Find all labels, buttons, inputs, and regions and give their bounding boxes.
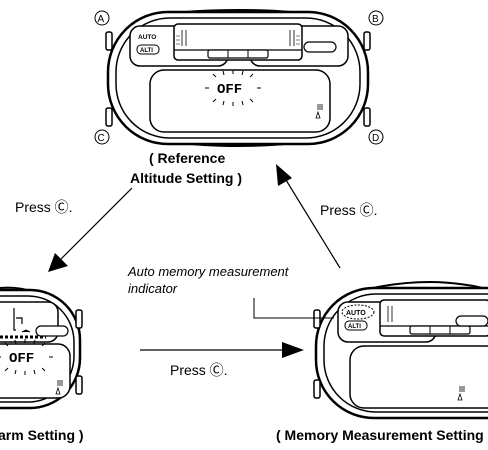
annotation-leader-line [253, 298, 334, 319]
right-watch-alti-label: ALTI [348, 324, 361, 330]
top-watch-off-text: OFF [217, 82, 242, 98]
annotation-line1: Auto memory measurement [128, 264, 289, 279]
top-watch: AUTO ALTI OFF A B C D [94, 8, 384, 148]
top-watch-alti-label: ALTI [140, 48, 153, 54]
top-watch-left-scale [181, 30, 187, 46]
left-watch-button-d[interactable] [75, 375, 83, 395]
top-watch-button-d[interactable] [363, 107, 371, 127]
top-watch-pill [303, 41, 337, 53]
annotation-line2: indicator [128, 281, 178, 296]
top-watch-bell-icon [315, 110, 321, 119]
press-label-top-right: Press Ⓒ. [320, 202, 378, 218]
button-c-letter: C [98, 133, 105, 144]
top-watch-off-blink: OFF [204, 69, 262, 107]
arrow-top-to-left [48, 187, 133, 272]
caption-alarm: arm Setting ) [0, 427, 84, 443]
caption-reference-line2: Altitude Setting ) [130, 170, 242, 186]
top-watch-button-c[interactable] [105, 107, 113, 127]
left-watch-alarm-digits [13, 308, 23, 331]
top-watch-auto-label: AUTO [138, 34, 156, 41]
right-watch-button-c[interactable] [313, 379, 321, 399]
button-d-letter: D [372, 133, 379, 144]
top-watch-segment-bar [207, 49, 269, 59]
left-watch-button-b[interactable] [75, 309, 83, 329]
top-watch-right-scale [289, 30, 295, 46]
right-watch-auto-indicator: AUTO [341, 304, 375, 320]
left-watch-off-text: OFF [9, 351, 34, 367]
arrow-bottom-to-right [140, 342, 304, 358]
arrow-right-to-top [276, 164, 341, 269]
top-watch-bezel [115, 17, 361, 139]
right-watch-auto-label: AUTO [346, 310, 366, 317]
top-watch-button-b[interactable] [363, 31, 371, 51]
button-a-letter: A [98, 14, 105, 25]
left-watch-off-blink: OFF [0, 338, 54, 376]
button-b-letter: B [372, 14, 379, 25]
right-watch: AUTO ALTI [313, 280, 488, 420]
caption-reference-line1: ( Reference [149, 150, 226, 166]
right-watch-button-a[interactable] [313, 309, 321, 329]
left-watch: OFF [0, 286, 83, 410]
top-watch-button-a[interactable] [105, 31, 113, 51]
top-watch-main-display [149, 69, 331, 133]
press-label-top-left: Press Ⓒ. [15, 199, 73, 215]
press-label-bottom: Press Ⓒ. [170, 362, 228, 378]
top-watch-center-window [173, 23, 303, 61]
caption-memory: ( Memory Measurement Setting [276, 427, 484, 443]
